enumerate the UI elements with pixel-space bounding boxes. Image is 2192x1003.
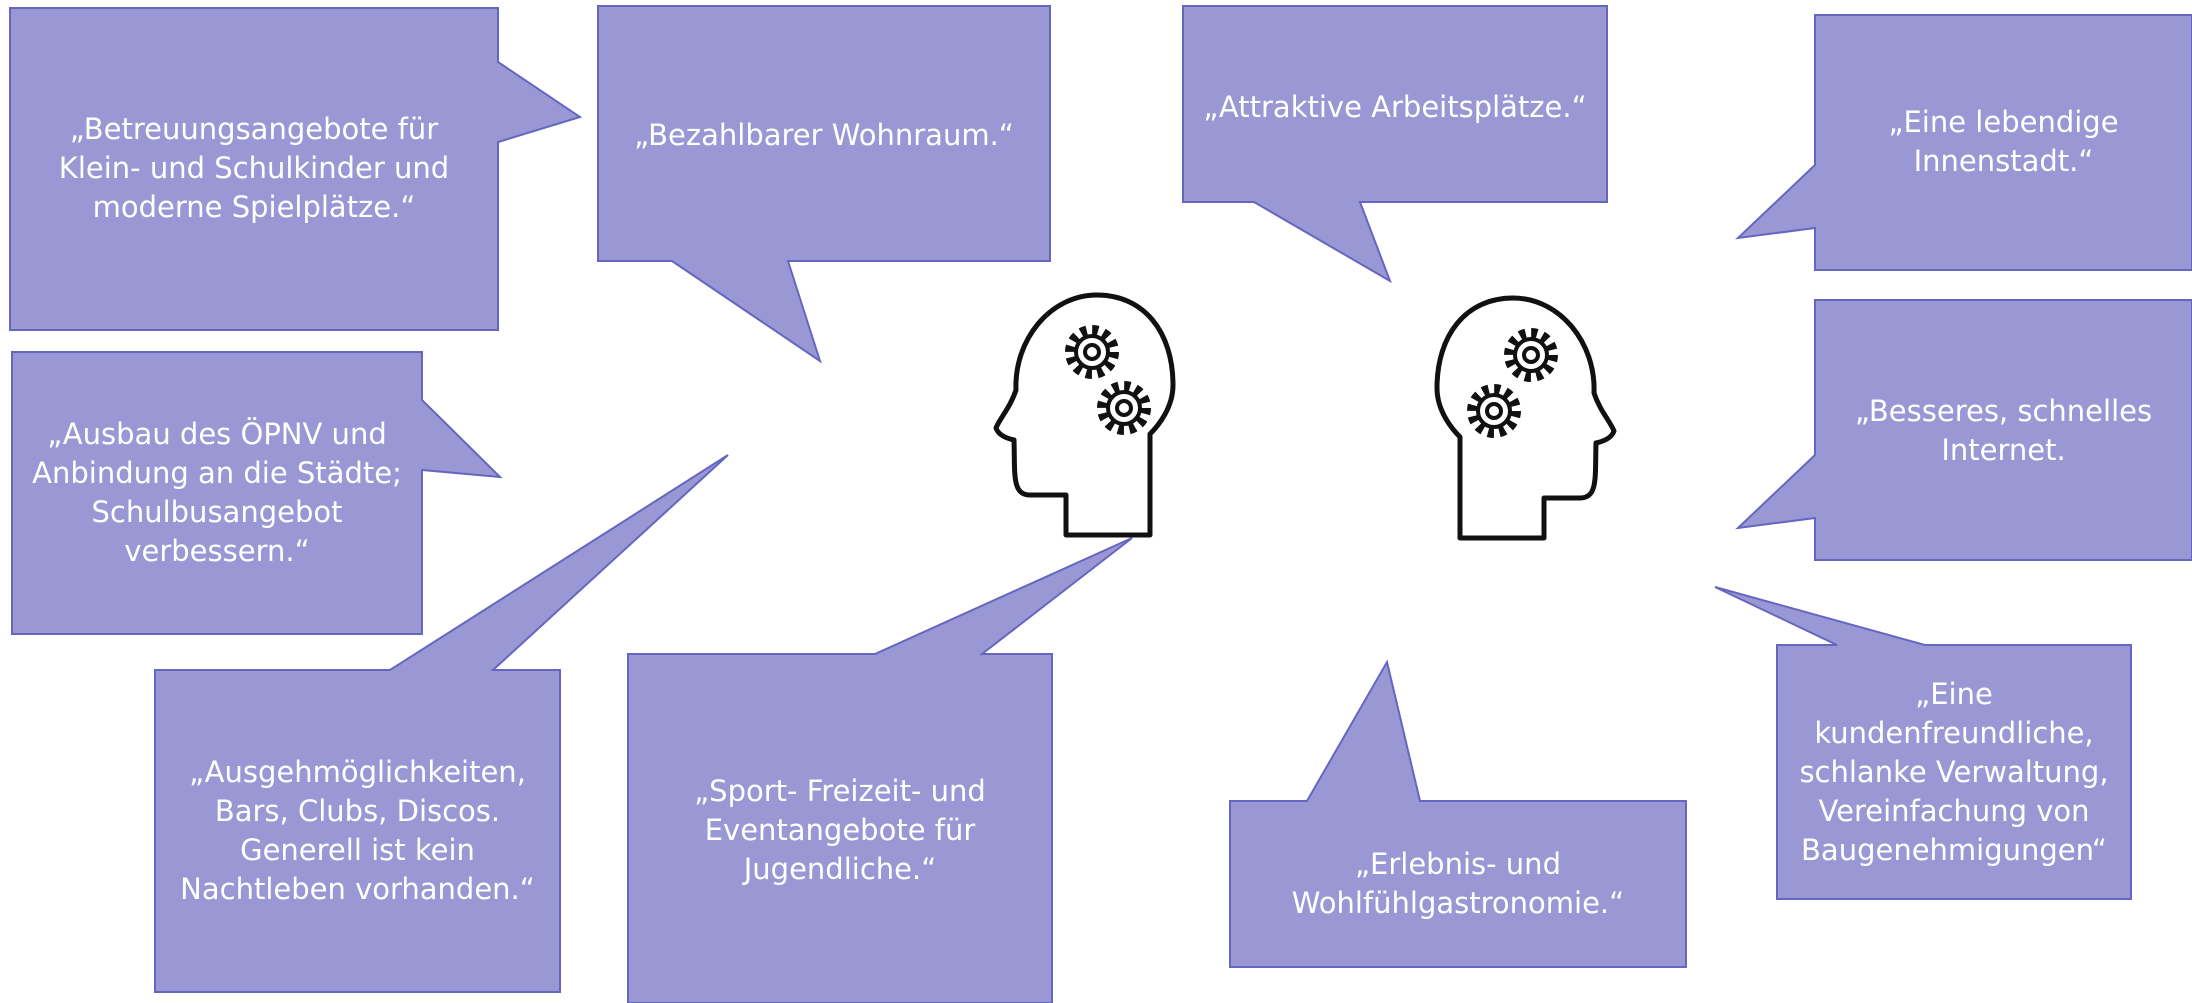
bubble-wohnraum (597, 5, 1051, 364)
bubble-sport (627, 537, 1133, 1003)
bubble-verwaltung-text: „Eine kundenfreundliche, schlanke Verwal… (1799, 676, 2109, 867)
bubble-internet (1735, 299, 2192, 561)
bubble-innenstadt (1735, 14, 2192, 271)
bubble-sport-text: „Sport- Freizeit- und Eventangebote für … (694, 774, 986, 886)
head-gears-icon (993, 292, 1176, 538)
bubble-arbeitsplaetze (1182, 5, 1608, 284)
bubble-verwaltung (1714, 586, 2132, 900)
bubble-betreuung (9, 7, 583, 331)
head-gears-icon (1434, 295, 1617, 541)
bubble-nachtleben (154, 454, 729, 993)
bubble-oepnv (11, 351, 503, 635)
bubble-nachtleben-text: „Ausgehmöglichkeiten, Bars, Clubs, Disco… (180, 755, 535, 906)
bubble-gastronomie (1229, 659, 1687, 968)
bubble-gastronomie-text: „Erlebnis- und Wohlfühlgastronomie.“ (1291, 847, 1625, 920)
bubble-wohnraum-text: „Bezahlbarer Wohnraum.“ (634, 118, 1014, 152)
bubble-internet-text: „Besseres, schnelles Internet. (1854, 394, 2153, 467)
bubble-oepnv-text: „Ausbau des ÖPNV und Anbindung an die St… (32, 417, 402, 568)
bubble-betreuung-text: „Betreuungsangebote für Klein- und Schul… (58, 111, 450, 224)
bubble-arbeitsplaetze-text: „Attraktive Arbeitsplätze.“ (1203, 90, 1587, 124)
bubble-innenstadt-text: „Eine lebendige Innenstadt.“ (1888, 105, 2119, 178)
